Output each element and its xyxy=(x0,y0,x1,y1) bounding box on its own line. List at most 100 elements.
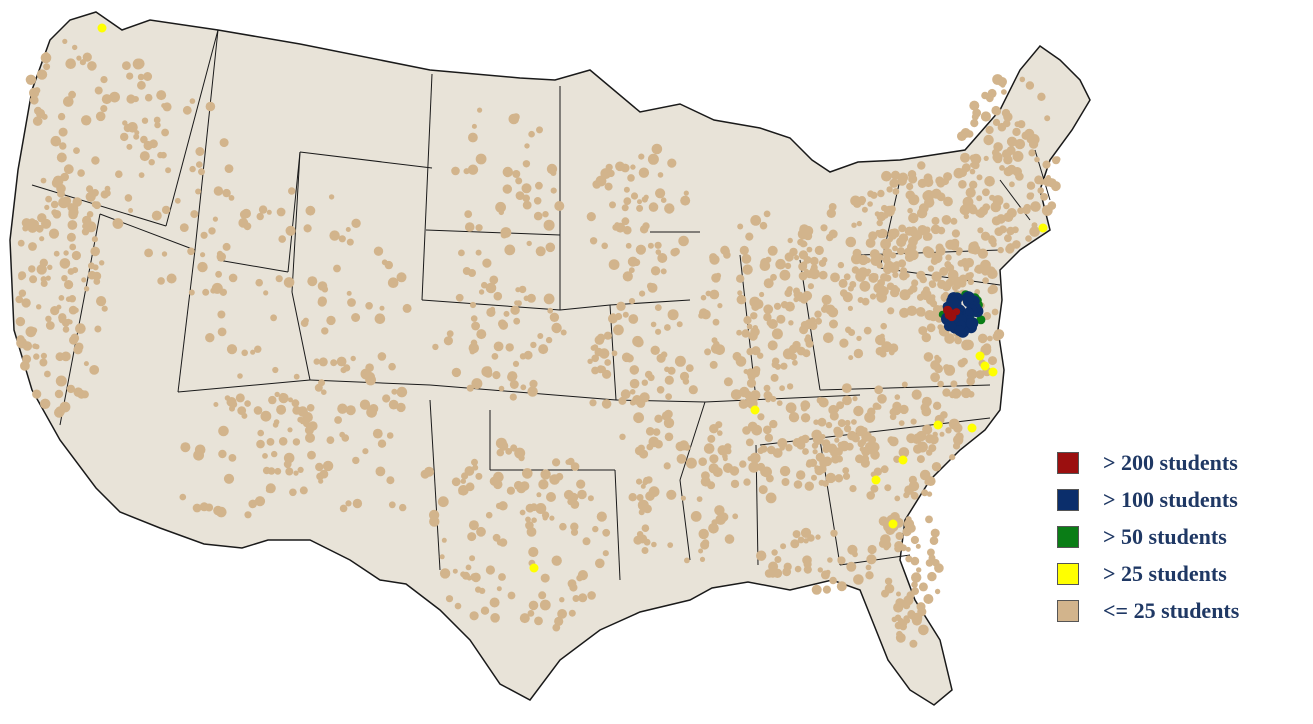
point-le-25 xyxy=(932,401,942,410)
point-le-25 xyxy=(763,391,772,400)
point-le-25 xyxy=(346,290,352,296)
point-le-25 xyxy=(559,597,565,603)
point-le-25 xyxy=(153,116,161,124)
point-le-25 xyxy=(950,242,959,251)
point-le-25 xyxy=(505,343,514,352)
point-le-25 xyxy=(601,399,612,409)
point-le-25 xyxy=(278,437,288,446)
point-le-25 xyxy=(923,352,934,362)
point-le-25 xyxy=(91,156,100,165)
point-le-25 xyxy=(525,503,535,513)
point-le-25 xyxy=(975,370,985,379)
point-le-25 xyxy=(292,438,301,446)
point-le-25 xyxy=(958,279,967,288)
point-le-25 xyxy=(654,414,663,423)
point-le-25 xyxy=(297,466,304,473)
point-le-25 xyxy=(945,427,952,434)
point-le-25 xyxy=(498,385,505,392)
point-le-25 xyxy=(538,479,549,490)
point-le-25 xyxy=(40,52,52,64)
state-border-line xyxy=(679,479,691,561)
point-le-25 xyxy=(235,393,245,403)
point-le-25 xyxy=(1006,136,1018,147)
point-le-25 xyxy=(596,511,607,522)
point-le-25 xyxy=(870,484,879,493)
point-le-25 xyxy=(513,317,521,325)
point-le-25 xyxy=(836,581,847,592)
point-le-25 xyxy=(818,270,828,280)
point-le-25 xyxy=(587,591,596,600)
point-le-25 xyxy=(582,537,591,546)
point-le-25 xyxy=(297,406,308,417)
point-le-25 xyxy=(717,430,723,436)
point-le-25 xyxy=(907,242,917,252)
point-le-25 xyxy=(594,335,605,345)
point-le-25 xyxy=(830,272,840,283)
point-le-25 xyxy=(746,347,754,356)
point-le-25 xyxy=(980,111,992,122)
point-le-25 xyxy=(896,247,905,256)
point-le-25 xyxy=(742,426,751,435)
state-border-line xyxy=(165,29,219,227)
point-le-25 xyxy=(195,188,202,195)
point-le-25 xyxy=(1001,149,1012,159)
point-le-25 xyxy=(622,271,633,282)
point-le-25 xyxy=(911,587,919,595)
point-le-25 xyxy=(200,252,206,258)
point-le-25 xyxy=(641,524,650,532)
point-le-25 xyxy=(712,467,723,478)
point-le-25 xyxy=(736,329,742,336)
point-le-25 xyxy=(660,351,668,359)
point-gt-25 xyxy=(97,23,107,33)
point-le-25 xyxy=(458,489,464,495)
point-le-25 xyxy=(18,289,27,297)
point-le-25 xyxy=(557,609,567,619)
point-le-25 xyxy=(660,197,667,203)
point-le-25 xyxy=(345,500,352,507)
point-le-25 xyxy=(852,551,858,558)
point-le-25 xyxy=(863,326,872,335)
point-le-25 xyxy=(759,445,768,453)
point-le-25 xyxy=(959,130,967,138)
point-le-25 xyxy=(664,203,675,214)
state-border-line xyxy=(614,469,621,581)
point-le-25 xyxy=(315,462,324,472)
point-le-25 xyxy=(805,334,811,340)
point-le-25 xyxy=(898,447,910,458)
point-le-25 xyxy=(218,449,227,459)
point-le-25 xyxy=(1015,172,1024,181)
point-le-25 xyxy=(647,153,659,165)
point-le-25 xyxy=(464,210,473,219)
point-le-25 xyxy=(475,472,483,480)
point-le-25 xyxy=(541,511,550,519)
point-gt-200 xyxy=(945,311,952,318)
point-le-25 xyxy=(897,176,907,186)
point-le-25 xyxy=(895,532,904,540)
point-le-25 xyxy=(765,396,771,403)
point-le-25 xyxy=(992,106,1002,116)
point-le-25 xyxy=(32,116,43,126)
point-le-25 xyxy=(965,187,976,198)
point-le-25 xyxy=(656,386,665,394)
point-le-25 xyxy=(143,72,153,81)
point-le-25 xyxy=(518,454,525,462)
state-border-line xyxy=(291,291,311,381)
point-le-25 xyxy=(817,567,823,573)
point-le-25 xyxy=(359,399,371,410)
point-le-25 xyxy=(1026,192,1034,200)
point-le-25 xyxy=(496,586,502,592)
point-le-25 xyxy=(336,356,347,367)
point-le-25 xyxy=(75,323,86,334)
point-le-25 xyxy=(543,219,555,231)
point-le-25 xyxy=(480,606,490,615)
point-le-25 xyxy=(633,412,644,424)
point-le-25 xyxy=(506,486,515,495)
point-le-25 xyxy=(518,285,527,294)
point-le-25 xyxy=(63,164,74,175)
point-le-25 xyxy=(491,353,499,360)
point-le-25 xyxy=(218,425,229,437)
point-le-25 xyxy=(902,527,912,537)
point-le-25 xyxy=(215,270,223,278)
point-le-25 xyxy=(602,550,609,557)
point-le-25 xyxy=(918,326,928,336)
